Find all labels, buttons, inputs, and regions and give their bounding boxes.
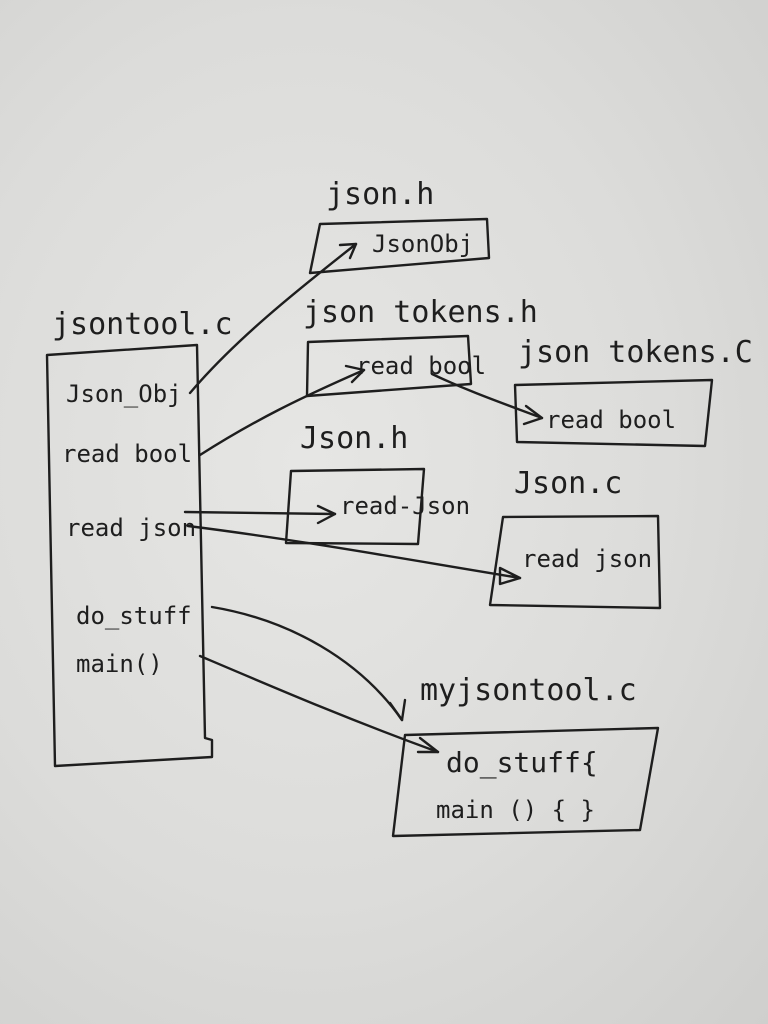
box-json-tokens-h <box>305 334 473 398</box>
item-do-stuff: do_stuff <box>76 602 192 630</box>
arrowhead-json-h-mid <box>316 504 337 525</box>
item-read-bool: read bool <box>62 440 192 468</box>
arrowhead-myjsontool-2 <box>416 736 440 754</box>
title-jsontool-c: jsontool.c <box>52 307 233 342</box>
item-json-obj: Json_Obj <box>66 380 182 408</box>
item-do-stuff-def: do_stuff{ <box>446 746 598 780</box>
arrowhead-json-h <box>338 242 358 260</box>
item-read-json: read json <box>66 514 196 542</box>
arrowhead-json-tokens-c <box>522 404 544 426</box>
arrowhead-myjsontool-1 <box>388 698 407 722</box>
title-myjsontool-c: myjsontool.c <box>420 673 637 708</box>
title-json-tokens-h: json tokens.h <box>303 295 538 330</box>
edge-readbool-to-json-tokens-h <box>198 368 366 457</box>
box-json-c <box>488 514 662 610</box>
box-json-h-mid <box>284 467 426 546</box>
box-json-h-top <box>308 217 491 275</box>
item-main: main() <box>76 650 163 678</box>
edge-jsonobj-to-json-h <box>188 242 358 395</box>
edge-main-to-myjsontool <box>198 654 440 754</box>
title-json-h-mid: Json.h <box>300 421 408 456</box>
arrowhead-json-tokens-h <box>344 364 366 384</box>
edge-readjson-to-json-h <box>183 510 337 516</box>
item-jsonobj: JsonObj <box>372 230 473 258</box>
edge-readjson-to-json-c <box>186 524 522 580</box>
arrowhead-json-c <box>498 566 522 586</box>
title-json-c: Json.c <box>514 466 622 501</box>
item-read-bool-h: read bool <box>356 352 486 380</box>
box-jsontool-c <box>45 343 214 768</box>
item-main-def: main () { } <box>436 796 595 824</box>
item-read-bool-c: read bool <box>546 406 676 434</box>
box-json-tokens-c <box>513 378 714 448</box>
box-myjsontool-c <box>391 726 660 838</box>
title-json-h-top: json.h <box>326 177 434 212</box>
item-read-json-h: read-Json <box>340 492 470 520</box>
edge-dostuff-to-myjsontool <box>210 605 404 722</box>
edge-json-tokens-h-to-c <box>430 372 544 420</box>
title-json-tokens-c: json tokens.C <box>518 335 753 370</box>
item-read-json-c: read json <box>522 545 652 573</box>
